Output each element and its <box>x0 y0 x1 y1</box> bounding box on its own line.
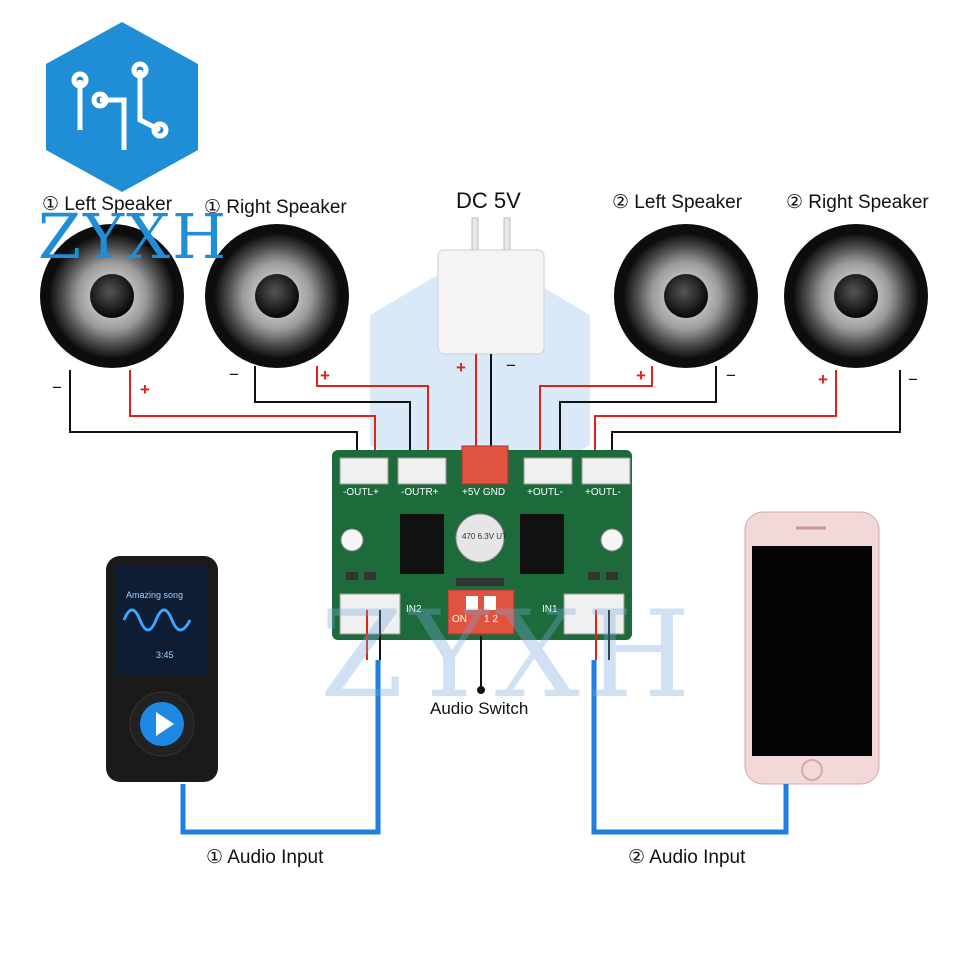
capacitor-label: 470 6.3V UT <box>462 532 507 541</box>
polarity-plus: + <box>320 366 330 385</box>
board-label-outr-1: -OUTR+ <box>401 487 439 498</box>
player-time: 3:45 <box>156 650 174 660</box>
switch-label-on: ON <box>452 614 467 625</box>
label-audio-switch: Audio Switch <box>430 699 529 718</box>
smartphone <box>744 511 880 785</box>
label-left-speaker-1: ① Left Speaker <box>42 194 173 215</box>
board-label-in1: IN1 <box>542 604 558 615</box>
polarity-plus: + <box>636 366 646 385</box>
switch-label-nums: 1 2 <box>484 614 498 625</box>
brand-name: ZYXH <box>38 200 229 273</box>
polarity-minus: − <box>726 366 736 385</box>
label-audio-input-2: ② Audio Input <box>628 847 746 868</box>
amplifier-board <box>332 445 632 640</box>
label-left-speaker-2: ② Left Speaker <box>612 192 743 213</box>
audio-cables <box>180 610 789 835</box>
dc-adapter <box>437 217 545 355</box>
polarity-minus: − <box>229 365 239 384</box>
label-dc-power: DC 5V <box>456 188 521 213</box>
wires-power <box>475 354 492 462</box>
label-right-speaker-1: ① Right Speaker <box>204 197 347 218</box>
player-track-title: Amazing song <box>126 590 184 600</box>
polarity-minus: − <box>52 378 62 397</box>
polarity-minus: − <box>908 370 918 389</box>
brand-logo-icon <box>46 22 198 192</box>
board-label-power: +5V GND <box>462 487 506 498</box>
board-label-in2: IN2 <box>406 604 422 615</box>
polarity-minus: − <box>506 356 516 375</box>
polarity-plus: + <box>140 380 150 399</box>
polarity-plus: + <box>818 370 828 389</box>
brand-watermark: ZYXH <box>320 586 697 725</box>
label-audio-input-1: ① Audio Input <box>206 847 324 868</box>
board-label-outl-1: -OUTL+ <box>343 487 379 498</box>
speaker-left-1 <box>40 224 184 368</box>
wires-left <box>69 366 429 468</box>
polarity-plus: + <box>456 358 466 377</box>
label-right-speaker-2: ② Right Speaker <box>786 192 929 213</box>
speaker-right-2 <box>784 224 928 368</box>
mp3-player <box>106 556 218 782</box>
speaker-right-1 <box>205 224 349 368</box>
board-label-outl-2: +OUTL- <box>527 487 563 498</box>
audio-switch-pointer <box>477 636 485 694</box>
board-label-outr-2: +OUTL- <box>585 487 621 498</box>
speaker-left-2 <box>614 224 758 368</box>
